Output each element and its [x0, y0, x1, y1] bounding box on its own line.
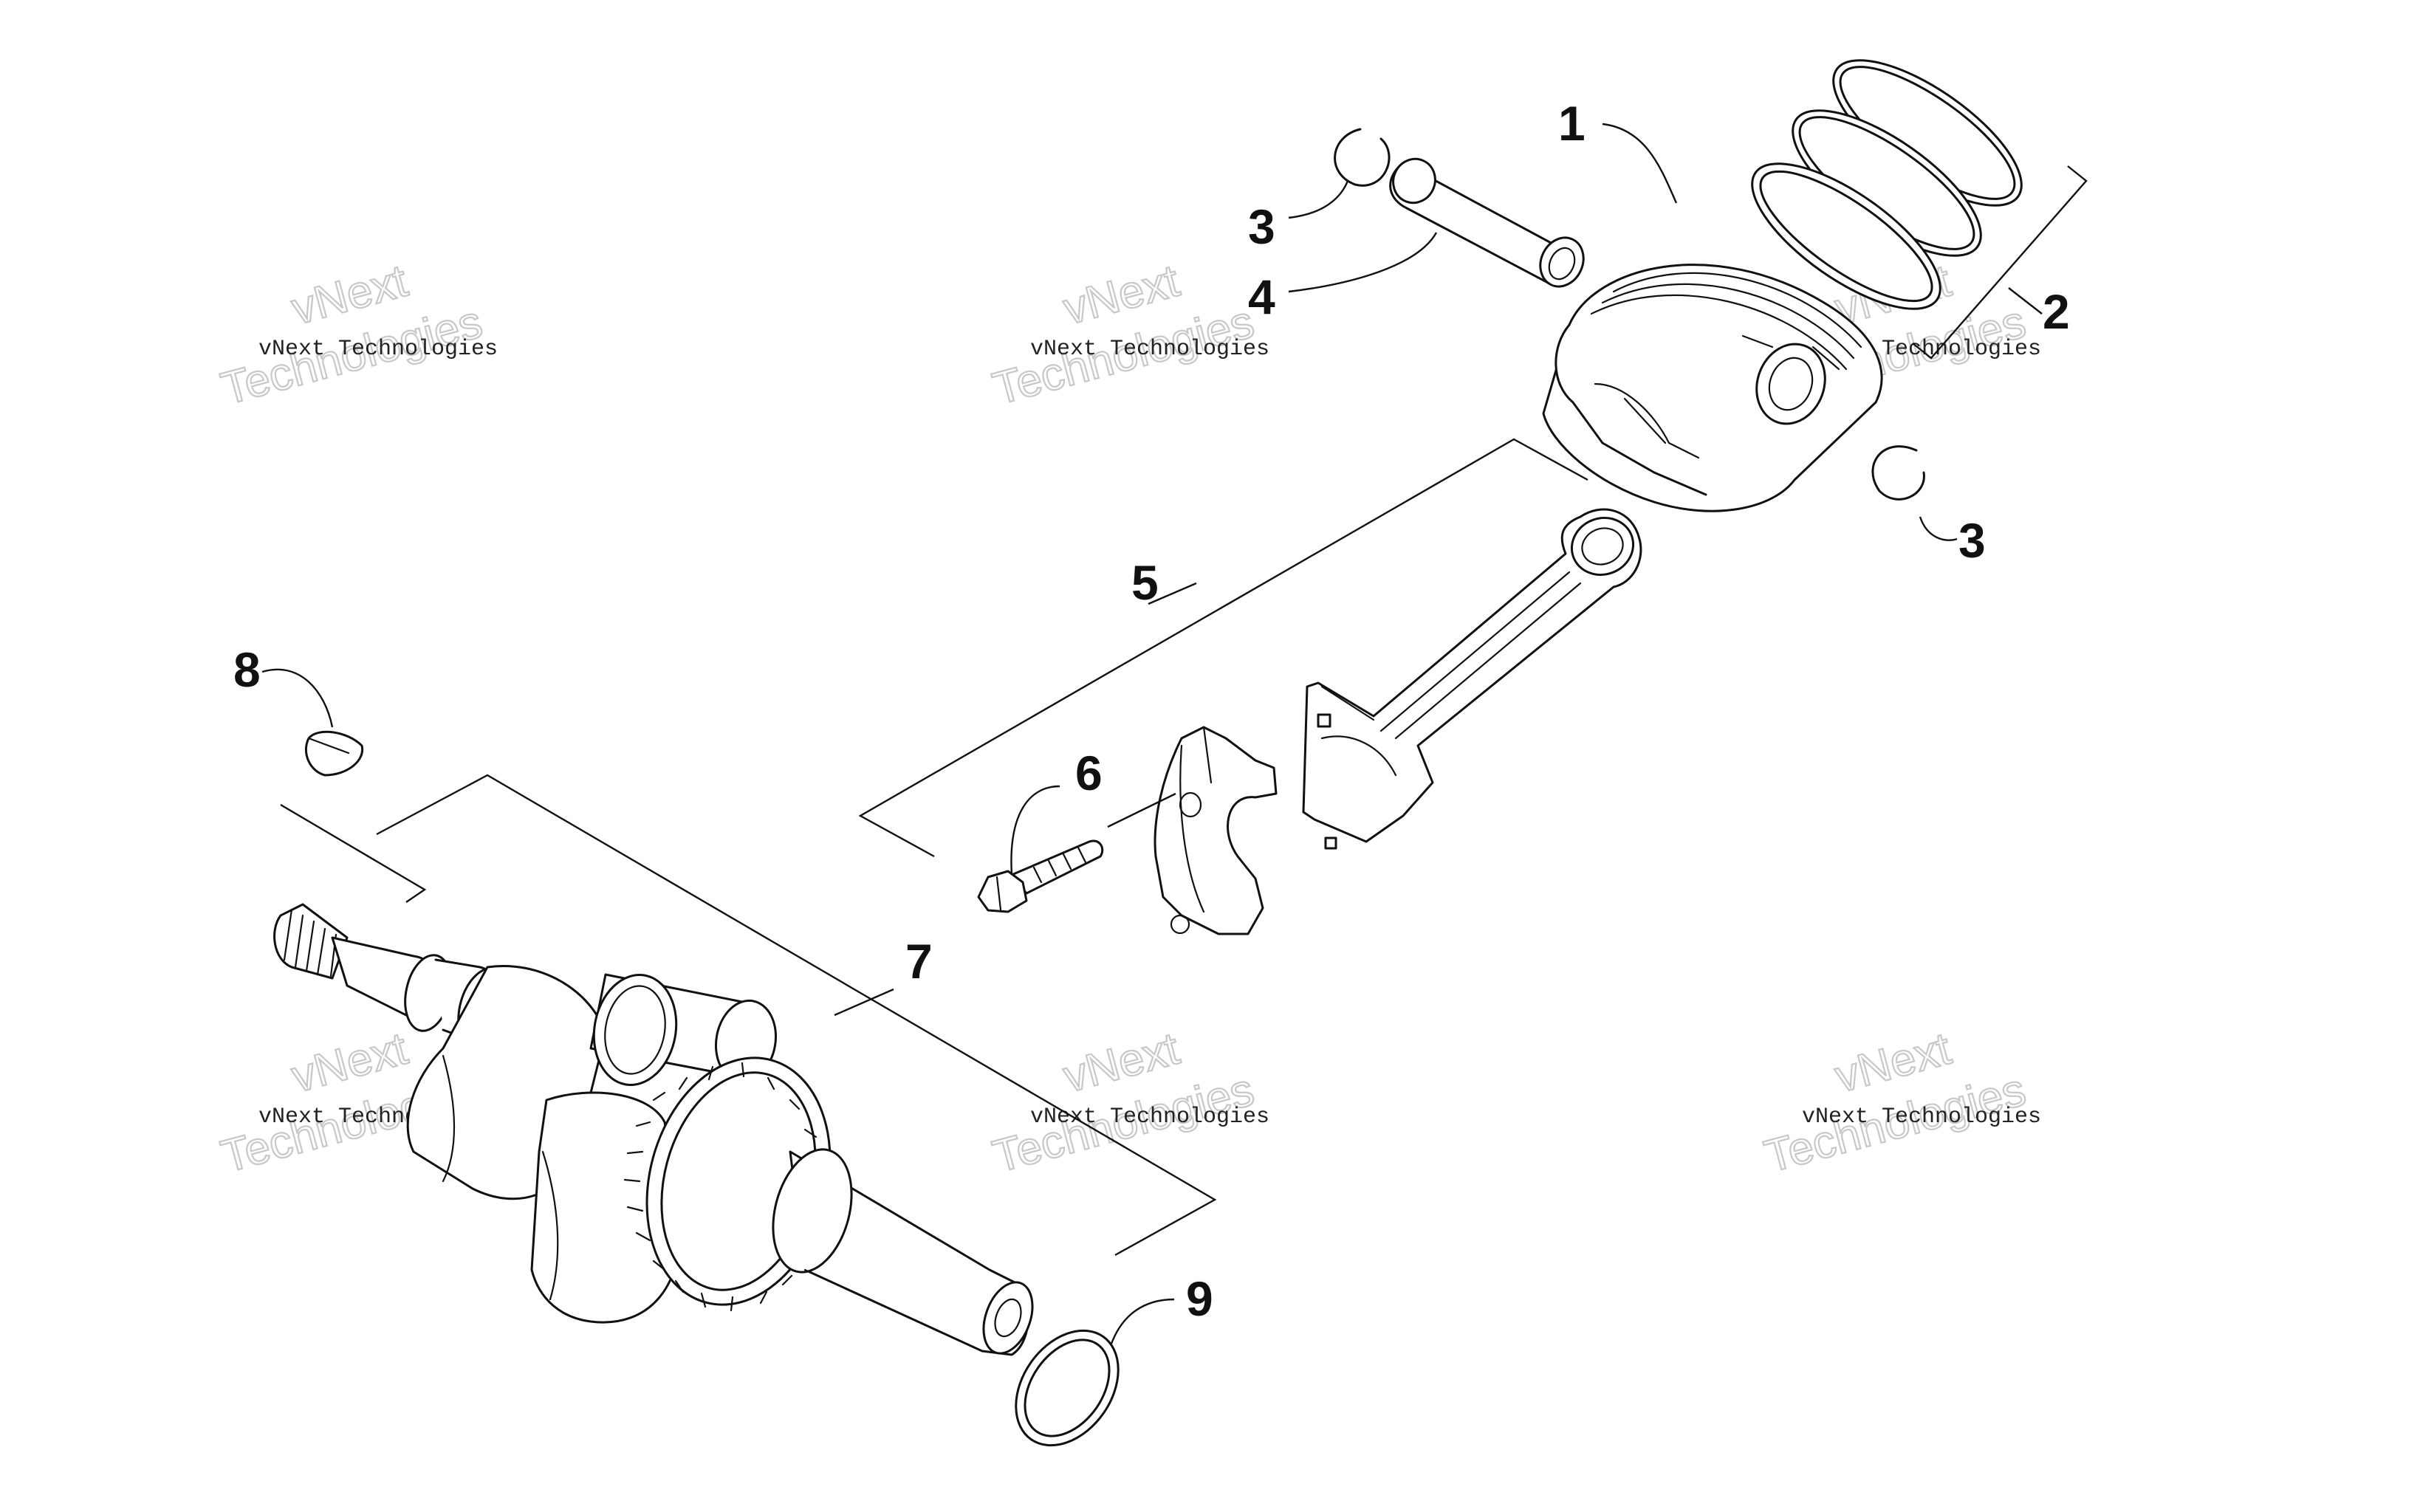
o-ring — [1015, 1329, 1120, 1447]
circlip-right — [1871, 445, 1925, 501]
callout-9: 9 — [1186, 1271, 1213, 1326]
watermark-top-left: vNext Technologies vNext Technologies — [216, 255, 498, 416]
rod-cap — [1154, 726, 1278, 935]
svg-text:vNext Technologies: vNext Technologies — [1802, 1104, 2041, 1130]
crankshaft — [273, 903, 1034, 1356]
connecting-rod — [1302, 508, 1642, 850]
callout-4: 4 — [1248, 269, 1275, 324]
piston-pin — [1389, 157, 1585, 288]
watermark-bottom-center: vNext Technologies vNext Technologies — [987, 1023, 1270, 1183]
svg-text:vNext Technologies: vNext Technologies — [258, 337, 498, 362]
callout-6: 6 — [1075, 746, 1103, 800]
callout-5: 5 — [1131, 555, 1159, 610]
callout-2: 2 — [2043, 284, 2070, 339]
callout-1: 1 — [1558, 96, 1586, 151]
callout-7: 7 — [905, 934, 933, 989]
callout-3-right: 3 — [1958, 513, 1986, 568]
rod-bolt — [977, 839, 1104, 913]
watermark-bottom-right: vNext Technologies vNext Technologies — [1759, 1023, 2042, 1183]
leader-lines — [261, 123, 2088, 1344]
callout-3-top: 3 — [1248, 199, 1275, 254]
piston-rings — [1751, 59, 2023, 310]
callout-8: 8 — [233, 642, 261, 697]
circlip-top — [1334, 128, 1391, 187]
svg-text:vNext Technologies: vNext Technologies — [1030, 1104, 1269, 1130]
piston — [1542, 264, 1883, 512]
svg-text:vNext Technologies: vNext Technologies — [1030, 337, 1269, 362]
watermark-top-center: vNext Technologies vNext Technologies — [987, 255, 1270, 416]
woodruff-key — [304, 730, 364, 777]
